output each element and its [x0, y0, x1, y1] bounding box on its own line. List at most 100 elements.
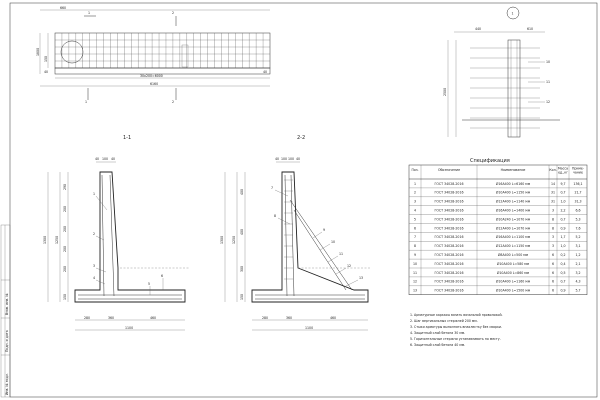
s22-dim-1300: 1300: [220, 236, 224, 244]
spec-cell: 31,3: [574, 200, 581, 204]
s11-callout-3: 3: [93, 264, 95, 268]
spec-title: Спецификация: [470, 158, 510, 164]
spec-cell: 5,3: [575, 217, 580, 221]
spec-cell: 14: [551, 182, 555, 186]
spec-cell: 0,7: [560, 191, 565, 195]
plan-dim-height: 1800: [36, 48, 40, 56]
spec-cell: 4: [414, 209, 416, 213]
spec-cell: 8: [552, 217, 554, 221]
spec-cell: 2,1: [575, 262, 580, 266]
s22-callout-7: 7: [271, 186, 273, 190]
spec-cell: ГОСТ 34028-2016: [434, 253, 463, 257]
spec-cell: 0,7: [560, 217, 565, 221]
note-2: 2. Шаг вертикальных стержней 200 мм.: [410, 319, 478, 323]
spec-cell: ГОСТ 34028-2016: [434, 235, 463, 239]
spec-header-cell: Масса: [558, 167, 568, 171]
s22-callout-12: 12: [347, 264, 351, 268]
spec-cell: 8: [552, 226, 554, 230]
spec-cell: 4,3: [575, 280, 580, 284]
s11-dim-200a: 200: [63, 206, 67, 212]
spec-cell: 6: [552, 271, 554, 275]
spec-cell: 3: [552, 244, 554, 248]
note-3: 3. Стыки арматуры выполнять внахлестку б…: [410, 325, 502, 329]
spec-cell: 0,9: [560, 226, 565, 230]
s11-dim-1300: 1300: [43, 236, 47, 244]
spec-cell: 5,7: [575, 289, 580, 293]
spec-cell: 6,6: [575, 209, 580, 213]
spec-cell: 3: [552, 209, 554, 213]
spec-cell: 1,2: [575, 253, 580, 257]
spec-cell: 6: [552, 253, 554, 257]
spec-cell: ГОСТ 34028-2016: [434, 244, 463, 248]
note-5: 5. Горизонтальные стержни устанавливать …: [410, 337, 501, 341]
spec-cell: 0,4: [560, 262, 565, 266]
plan-dim-40b: 40: [263, 70, 267, 74]
spec-cell: ГОСТ 34028-2016: [434, 226, 463, 230]
spec-cell: 13: [413, 289, 417, 293]
spec-cell: 31: [551, 191, 555, 195]
spec-cell: ГОСТ 34028-2016: [434, 280, 463, 284]
spec-border: [408, 164, 588, 295]
spec-cell: 11: [413, 271, 417, 275]
s22-callout-10: 10: [331, 240, 335, 244]
spec-cell: ГОСТ 34028-2016: [434, 182, 463, 186]
stamp-text-3: Взам. инв. №: [5, 293, 9, 315]
spec-cell: 2,2: [560, 209, 565, 213]
spec-cell: 1,0: [560, 200, 565, 204]
plan-marker-1-bottom: 1: [85, 100, 87, 104]
plan-dim-150: 150: [44, 56, 48, 62]
plan-base-strip: [54, 67, 271, 75]
spec-header-cell: Обозначение: [438, 168, 460, 172]
s22-dim-bot-1100: 1100: [305, 326, 313, 330]
node-callout-11: 11: [546, 80, 550, 84]
spec-cell: 5,2: [575, 235, 580, 239]
plan-dim-40a: 40: [44, 70, 48, 74]
stamp-text-1: Инв. № подл.: [5, 373, 9, 395]
s11-callout-4: 4: [93, 276, 95, 280]
spec-cell: 1: [414, 182, 416, 186]
spec-cell: 0,9: [560, 289, 565, 293]
note-1: 1. Арматурные каркасы вязать вязальной п…: [410, 313, 503, 317]
plan-marker-2-top: 2: [172, 11, 174, 15]
spec-cell: Ø10А400 L=1500 мм: [496, 288, 531, 293]
plan-opening: [181, 44, 189, 68]
s11-dim-top-40b: 40: [111, 157, 115, 161]
node-callout-12: 12: [546, 100, 550, 104]
node-wall: [507, 39, 521, 138]
spec-cell: 6: [552, 262, 554, 266]
node-dim-610: 610: [527, 27, 533, 31]
node-marker-label: 1: [512, 12, 514, 16]
spec-cell: 0,2: [560, 253, 565, 257]
plan-dim-left: 660: [60, 6, 66, 10]
spec-cell: 9,7: [560, 182, 565, 186]
sheet-frame: [9, 2, 598, 398]
spec-cell: Ø10А240 L=1070 мм: [496, 216, 531, 221]
spec-cell: ГОСТ 34028-2016: [434, 262, 463, 266]
s11-dim-bot-1100: 1100: [125, 326, 133, 330]
spec-cell: 3,1: [575, 244, 580, 248]
spec-cell: Ø10А400 L=860 мм: [497, 270, 530, 275]
s22-dim-150: 150: [240, 294, 244, 300]
spec-cell: 8: [414, 244, 416, 248]
spec-header-cell: Приме-: [572, 167, 584, 171]
spec-header-cell: Наименование: [501, 168, 526, 172]
spec-header-cell: чание: [573, 171, 583, 175]
s11-callout-5: 5: [148, 282, 150, 286]
spec-header-cell: ед.,кг: [558, 171, 568, 175]
node-marker-circle: [506, 6, 520, 20]
plan-view: 30x200=6000 6160 660 1800 150 40 40 1 1 …: [36, 6, 271, 104]
spec-cell: Ø16А400 L=6160 мм: [496, 181, 531, 186]
spec-cell: Ø8А400 L=500 мм: [498, 252, 529, 257]
spec-cell: 3,2: [575, 271, 580, 275]
s11-dim-290: 290: [63, 184, 67, 190]
spec-cell: 12: [413, 280, 417, 284]
plan-marker-1-top: 1: [88, 11, 90, 15]
section-1-1: 1-1 1300 1250 290 200 200 200 200 150 40…: [43, 135, 190, 331]
spec-cell: 5: [414, 217, 416, 221]
spec-cell: Ø10А400 L=1160 мм: [496, 279, 531, 284]
s22-stirrups: [284, 179, 293, 280]
s11-dim-top-100: 100: [102, 157, 108, 161]
